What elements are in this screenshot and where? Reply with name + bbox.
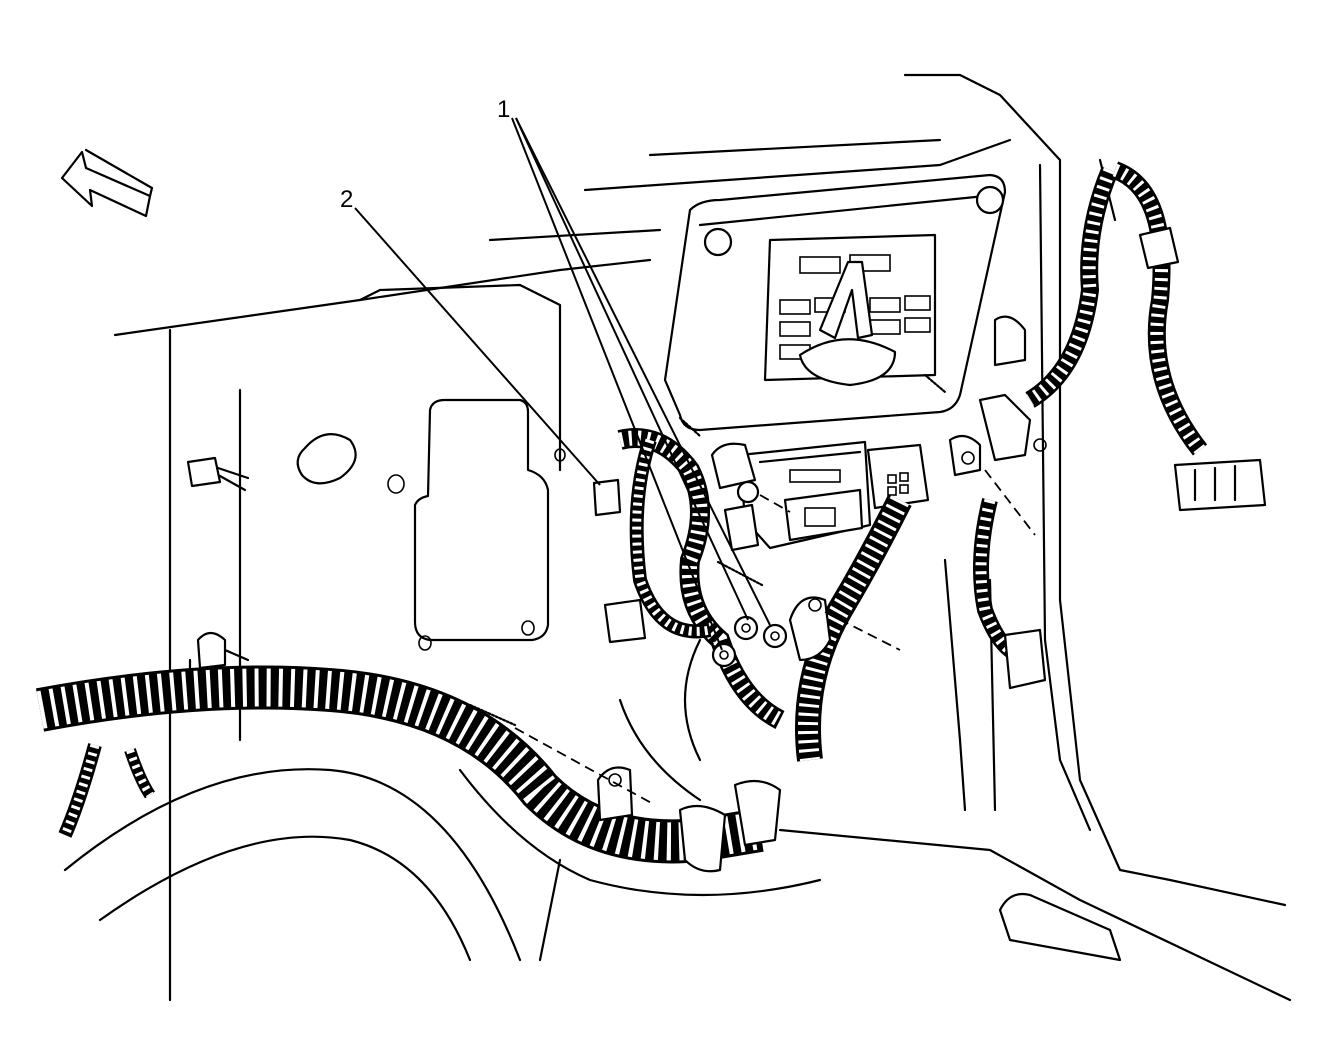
mounting-plate [663, 173, 1007, 432]
ground-terminals [711, 434, 982, 668]
front-direction-arrow-icon [60, 148, 154, 218]
mounting-studs [468, 373, 947, 727]
junction-block [710, 440, 930, 552]
wiring-harness [35, 161, 1208, 864]
assembly-lines [514, 469, 1036, 806]
floor-contours [63, 638, 1292, 1002]
callout-2: 2 [340, 186, 353, 213]
callout-leaders [354, 117, 771, 651]
access-panel [296, 398, 566, 651]
callout-1: 1 [497, 96, 510, 123]
harness-connectors [592, 226, 1267, 690]
lower-bracket [596, 766, 782, 873]
